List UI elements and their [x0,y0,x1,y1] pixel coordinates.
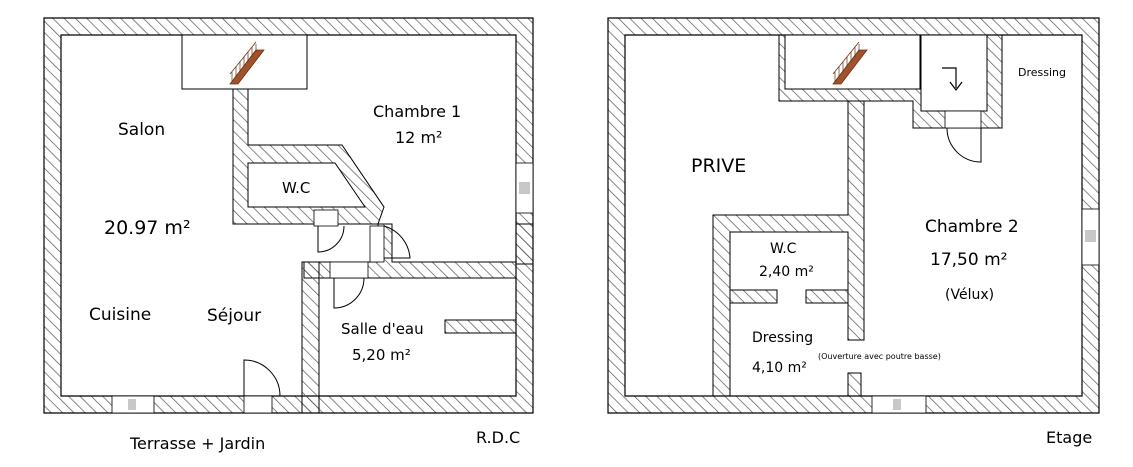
rdc-label-salle-eau-area: 5,20 m² [352,346,411,364]
etage-label-dressing-area: 4,10 m² [752,360,807,376]
rdc-salle-eau-door-gap [329,261,369,279]
rdc-label-chambre1-area: 12 m² [395,128,442,147]
rdc-window-right-pane [519,182,530,194]
caption-terrasse-jardin: Terrasse + Jardin [130,434,266,453]
rdc-wc-room [247,162,366,208]
etage-shaft-door-swing [946,127,982,163]
rdc-label-chambre1: Chambre 1 [373,102,461,121]
etage-label-prive: PRIVE [691,155,746,177]
rdc-plan: Salon Chambre 1 12 m² W.C 20.97 m² Cuisi… [43,17,534,414]
etage-shaft-door-gap [944,110,982,129]
etage-label-velux: (Vélux) [945,287,994,303]
caption-etage: Etage [1046,428,1093,447]
etage-label-chambre2: Chambre 2 [925,217,1019,237]
rdc-wc-door-swing [317,225,345,253]
etage-wall-wc-right [805,289,849,304]
etage-label-wc: W.C [770,241,797,257]
rdc-wall-right-upper [515,223,534,265]
caption-rdc: R.D.C [476,428,521,447]
rdc-front-door-gap [243,395,273,414]
rdc-label-salon: Salon [118,120,165,140]
rdc-wall-salle-eau [301,261,320,414]
etage-label-ouverture: (Ouverture avec poutre basse) [818,352,941,361]
rdc-label-salle-eau: Salle d'eau [341,320,424,338]
rdc-chambre-door-gap [369,225,385,263]
etage-label-wc-area: 2,40 m² [759,264,814,280]
etage-label-dressing: Dressing [752,330,813,346]
rdc-salle-eau-door-swing [333,277,365,309]
etage-shaft [920,34,988,112]
rdc-label-sejour: Séjour [207,306,261,326]
rdc-window-pane [128,399,136,410]
rdc-outer-wall [43,17,534,414]
rdc-label-cuisine: Cuisine [89,305,151,325]
rdc-label-wc: W.C [282,179,310,197]
etage-window-pane [893,399,901,410]
etage-wall-wc-left [729,289,778,304]
etage-window-right-pane [1085,230,1096,242]
rdc-wall-stub [444,319,517,334]
rdc-chambre-door-swing [383,225,411,259]
etage-label-dressing-top: Dressing [1018,66,1066,79]
rdc-label-salon-area: 20.97 m² [104,217,191,239]
etage-label-chambre2-area: 17,50 m² [930,250,1007,270]
arrow-down-icon [942,67,963,91]
rdc-wc-door-gap [313,209,339,227]
rdc-stair-block [181,34,308,90]
rdc-front-door-swing [243,359,281,397]
etage-wall-stub [847,372,862,397]
etage-wall-central [712,100,865,397]
etage-plan: PRIVE Dressing Chambre 2 17,50 m² (Vélux… [607,17,1100,414]
